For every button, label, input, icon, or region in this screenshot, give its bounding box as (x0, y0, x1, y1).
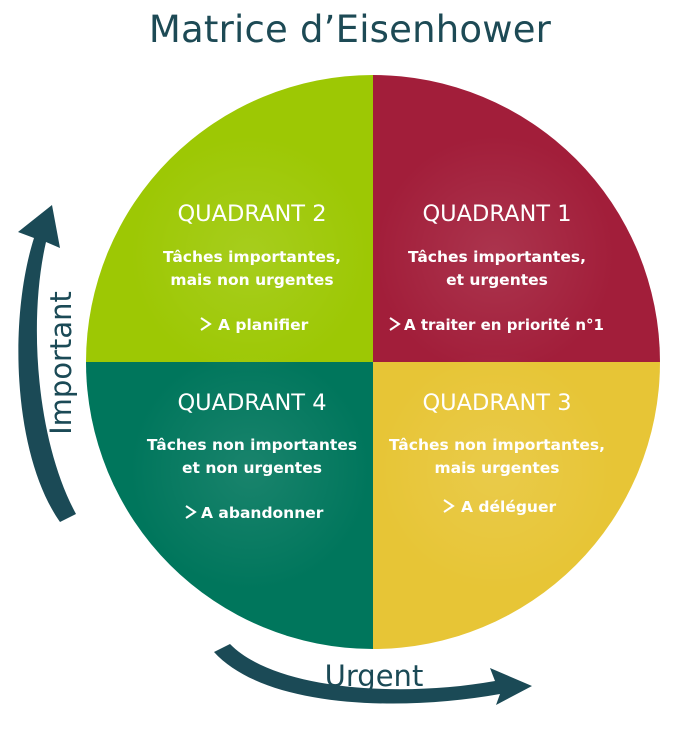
quadrant-3-glow (375, 350, 615, 590)
quadrant-4-glow (130, 350, 370, 590)
quadrant-1-desc-line2: et urgentes (446, 271, 548, 289)
important-axis-arrow (18, 205, 76, 522)
quadrant-1-desc-line1: Tâches importantes, (408, 248, 586, 266)
quadrant-4-desc-line2: et non urgentes (182, 459, 322, 477)
quadrant-1-glow (375, 135, 615, 375)
page-title: Matrice d’Eisenhower (148, 8, 552, 51)
urgent-axis-label: Urgent (325, 659, 424, 693)
quadrant-4-chevron-icon (185, 505, 197, 519)
quadrant-3-chevron-icon (443, 499, 455, 513)
quadrant-4-desc-line1: Tâches non importantes (147, 436, 357, 454)
quadrant-1-action: A traiter en priorité n°1 (404, 316, 604, 334)
quadrant-2-desc-line2: mais non urgentes (170, 271, 333, 289)
quadrant-1-title: QUADRANT 1 (422, 201, 571, 227)
quadrant-3-desc-line2: mais urgentes (434, 459, 559, 477)
quadrant-2-glow (130, 135, 370, 375)
quadrant-1-chevron-icon (389, 317, 401, 331)
quadrant-4-title: QUADRANT 4 (177, 390, 326, 416)
quadrant-3-action: A déléguer (461, 498, 556, 516)
quadrant-3-title: QUADRANT 3 (422, 390, 571, 416)
quadrant-2-chevron-icon (200, 317, 212, 331)
urgent-axis-arrow (214, 644, 532, 705)
important-axis-label: Important (44, 291, 78, 435)
quadrant-2-action: A planifier (218, 316, 309, 334)
quadrant-2-title: QUADRANT 2 (177, 201, 326, 227)
quadrant-2-desc-line1: Tâches importantes, (163, 248, 341, 266)
quadrant-3-desc-line1: Tâches non importantes, (389, 436, 605, 454)
quadrant-4-action: A abandonner (201, 504, 324, 522)
